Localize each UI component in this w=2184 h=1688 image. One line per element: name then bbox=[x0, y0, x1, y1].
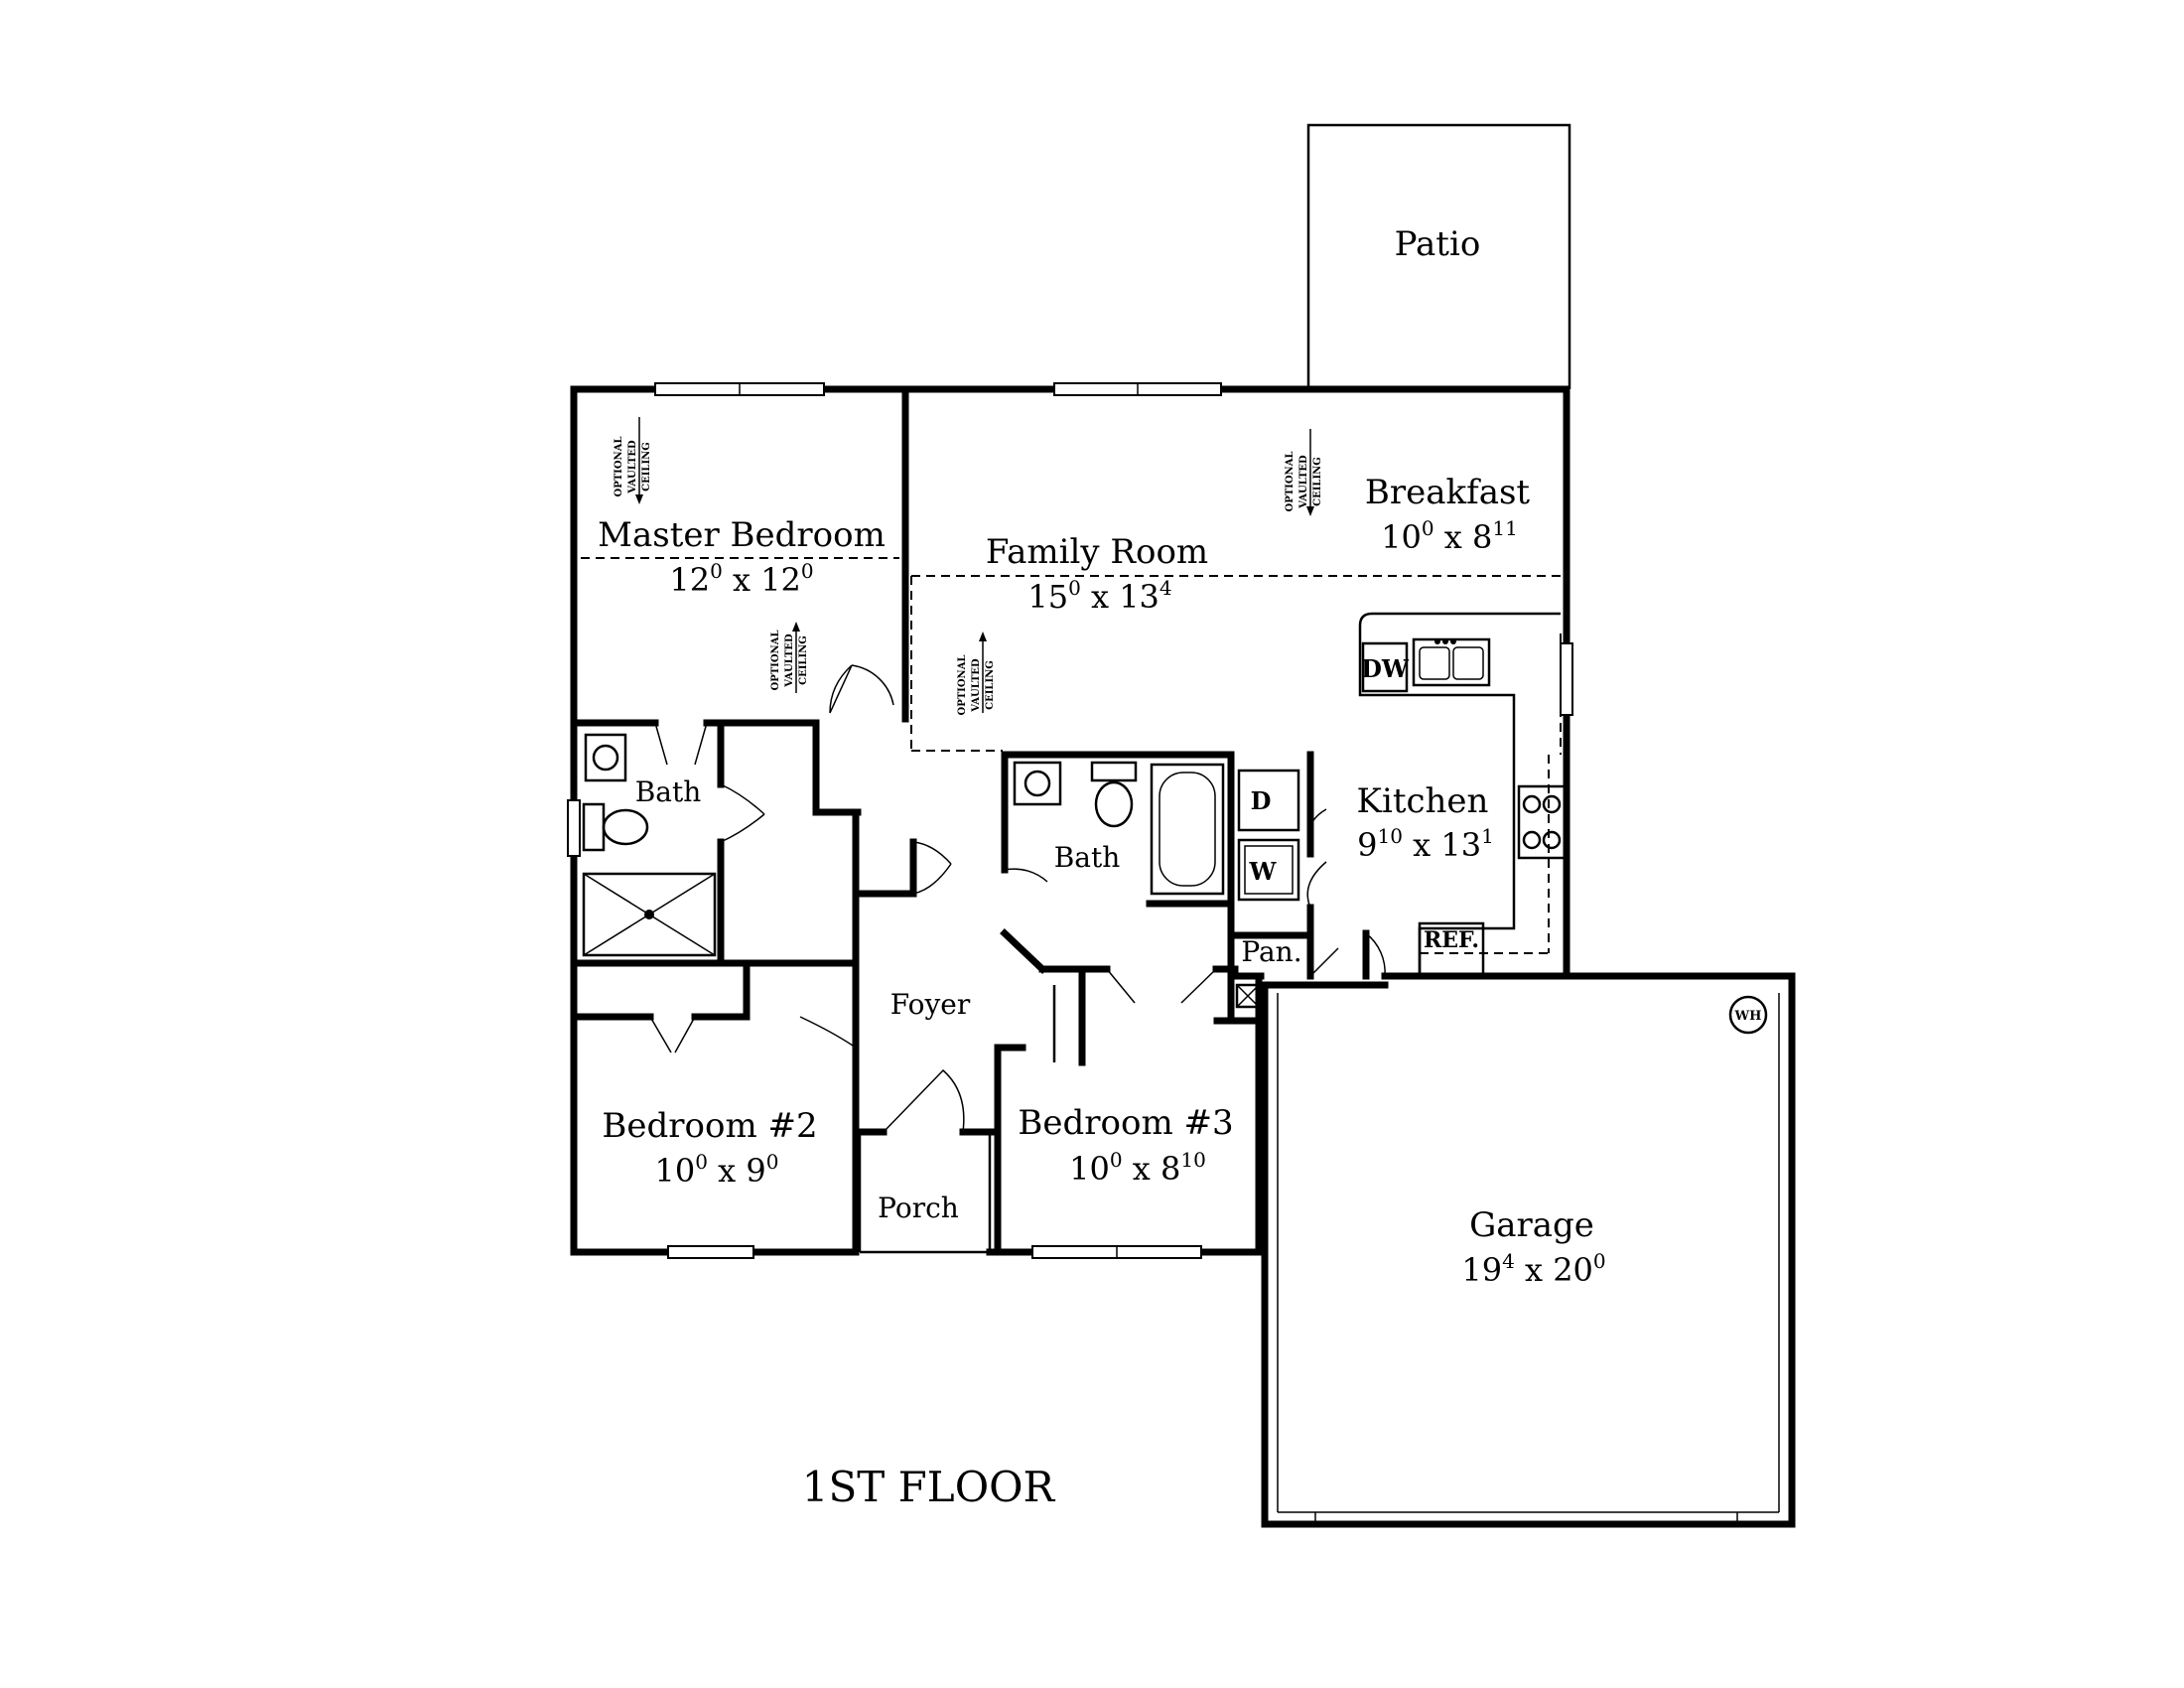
breakfast: Breakfast 100 x 811 bbox=[1365, 473, 1531, 556]
dishwasher-label: DW bbox=[1361, 654, 1410, 683]
ceiling-note-4: OPTIONAL VAULTED CEILING bbox=[957, 655, 996, 716]
washer-label: W bbox=[1249, 857, 1278, 886]
bedroom-2: Bedroom #2 100 x 90 bbox=[602, 1106, 817, 1190]
hall-bath-label: Bath bbox=[1054, 841, 1121, 874]
bath-fixtures bbox=[582, 733, 1225, 957]
sink-icon bbox=[1412, 637, 1491, 687]
kitchen-cabinets: DW REF. bbox=[1358, 612, 1567, 978]
window-kitchen bbox=[1560, 642, 1573, 716]
svg-text:CEILING: CEILING bbox=[798, 635, 809, 685]
svg-text:OPTIONAL: OPTIONAL bbox=[1285, 452, 1296, 512]
garage: WH bbox=[1261, 972, 1796, 1528]
family-room: Family Room 150 x 134 bbox=[986, 532, 1208, 616]
bedroom-3-dims: 100 x 810 bbox=[1069, 1148, 1206, 1188]
pantry-label: Pan. bbox=[1241, 935, 1301, 968]
tub-icon bbox=[1150, 763, 1225, 896]
kitchen-dims: 910 x 131 bbox=[1357, 824, 1494, 864]
refrigerator-label: REF. bbox=[1424, 927, 1479, 953]
master-toilet-icon bbox=[582, 802, 606, 852]
interior-walls bbox=[570, 385, 1370, 1256]
garage-dims: 194 x 200 bbox=[1461, 1249, 1605, 1289]
svg-text:VAULTED: VAULTED bbox=[627, 440, 638, 494]
dishwasher-icon bbox=[1361, 641, 1409, 693]
porch-label: Porch bbox=[878, 1192, 959, 1224]
washer-icon bbox=[1237, 838, 1300, 902]
master-bedroom: Master Bedroom 120 x 120 bbox=[598, 515, 886, 599]
water-heater-icon bbox=[1728, 995, 1768, 1035]
garage-labels: Garage 194 x 200 bbox=[1461, 1205, 1605, 1289]
svg-text:VAULTED: VAULTED bbox=[784, 633, 795, 688]
svg-text:CEILING: CEILING bbox=[641, 442, 652, 492]
svg-text:OPTIONAL: OPTIONAL bbox=[957, 655, 968, 716]
shower-icon bbox=[582, 872, 717, 957]
family-room-dims: 150 x 134 bbox=[1027, 576, 1171, 616]
kitchen-label: Kitchen bbox=[1357, 781, 1489, 821]
garage-label: Garage bbox=[1469, 1205, 1594, 1245]
family-room-label: Family Room bbox=[986, 532, 1208, 572]
svg-text:OPTIONAL: OPTIONAL bbox=[614, 437, 624, 497]
laundry: D W bbox=[1237, 769, 1300, 902]
dryer-label: D bbox=[1251, 786, 1272, 815]
svg-text:CEILING: CEILING bbox=[1312, 457, 1323, 506]
breakfast-dims: 100 x 811 bbox=[1381, 516, 1518, 556]
ceiling-note-3: OPTIONAL VAULTED CEILING bbox=[1285, 452, 1323, 512]
refrigerator-icon bbox=[1418, 921, 1485, 978]
ceiling-note-2: OPTIONAL VAULTED CEILING bbox=[770, 631, 809, 691]
bedroom-3-label: Bedroom #3 bbox=[1018, 1103, 1233, 1143]
master-bath-label: Bath bbox=[635, 775, 702, 808]
water-heater-label: WH bbox=[1734, 1009, 1762, 1024]
svg-text:VAULTED: VAULTED bbox=[1298, 455, 1309, 509]
doors bbox=[649, 664, 1386, 1133]
svg-text:CEILING: CEILING bbox=[985, 660, 996, 710]
kitchen: Kitchen 910 x 131 bbox=[1357, 781, 1494, 864]
range-icon bbox=[1517, 784, 1567, 860]
bedroom-3: Bedroom #3 100 x 810 bbox=[1018, 1103, 1233, 1188]
foyer-label: Foyer bbox=[890, 988, 971, 1021]
svg-text:VAULTED: VAULTED bbox=[971, 658, 982, 713]
patio-label: Patio bbox=[1395, 224, 1481, 264]
dryer-icon bbox=[1237, 769, 1300, 832]
ceiling-note-1: OPTIONAL VAULTED CEILING bbox=[614, 437, 652, 497]
window-bedroom2 bbox=[667, 1245, 754, 1259]
bedroom-2-dims: 100 x 90 bbox=[655, 1150, 779, 1190]
svg-text:OPTIONAL: OPTIONAL bbox=[770, 631, 781, 691]
bedroom-2-label: Bedroom #2 bbox=[602, 1106, 817, 1146]
floor-title: 1ST FLOOR bbox=[802, 1463, 1056, 1511]
hall-sink-icon bbox=[1013, 761, 1062, 806]
patio: Patio bbox=[1306, 123, 1571, 389]
master-bedroom-dims: 120 x 120 bbox=[669, 559, 813, 599]
breakfast-label: Breakfast bbox=[1365, 473, 1531, 512]
master-bedroom-label: Master Bedroom bbox=[598, 515, 886, 555]
window-master-bath bbox=[567, 799, 581, 857]
master-sink-icon bbox=[584, 733, 627, 782]
hall-toilet-icon bbox=[1090, 761, 1138, 782]
